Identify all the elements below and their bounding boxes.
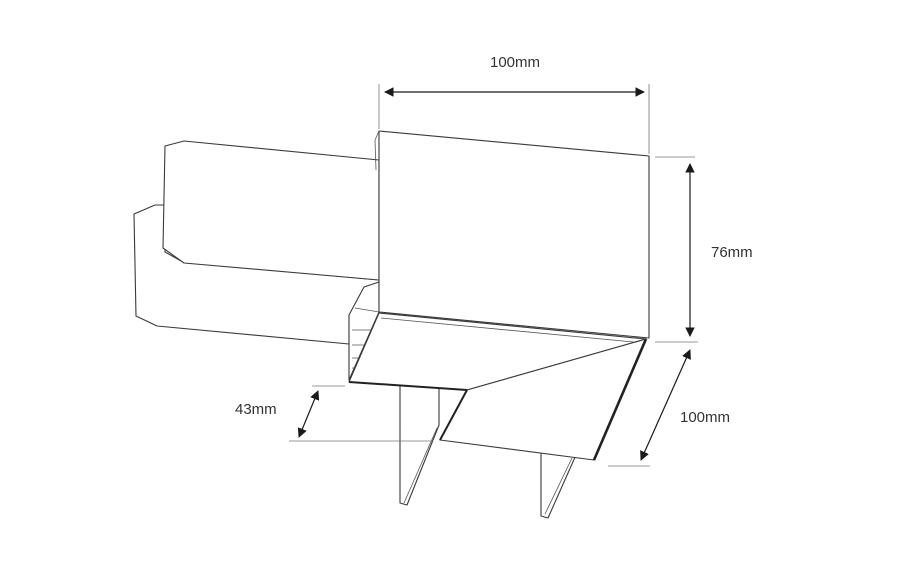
dimension-drop: 43mm bbox=[235, 385, 432, 442]
width-top-label: 100mm bbox=[490, 54, 540, 71]
upper-back-profile bbox=[162, 140, 380, 281]
front-panel bbox=[378, 130, 650, 339]
left-leg bbox=[399, 384, 440, 506]
depth-label: 100mm bbox=[680, 409, 730, 426]
height-label: 76mm bbox=[711, 244, 753, 261]
dimension-height: 76mm bbox=[655, 156, 753, 343]
dimension-depth: 100mm bbox=[608, 349, 730, 467]
dimension-width-top: 100mm bbox=[378, 54, 650, 154]
drop-label: 43mm bbox=[235, 401, 277, 418]
